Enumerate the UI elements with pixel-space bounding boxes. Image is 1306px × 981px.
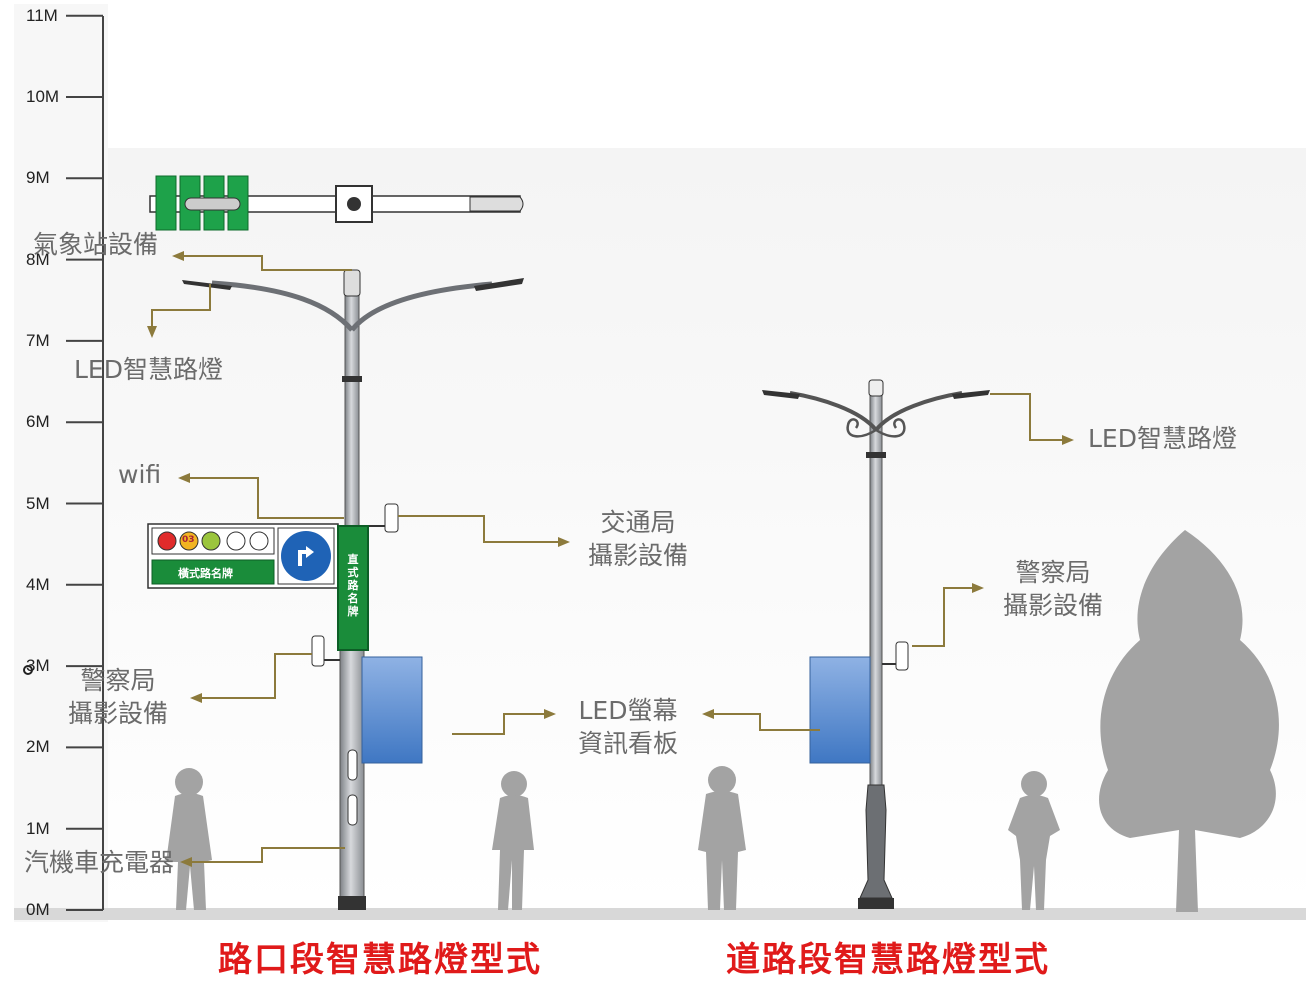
leader-weather — [182, 255, 352, 271]
weather-station-device — [343, 269, 361, 297]
vertical-name-sign — [337, 525, 369, 651]
lamp-head-top — [469, 196, 524, 212]
pole-top-center — [347, 197, 361, 211]
traffic-camera-label-line1: 交通局 — [600, 508, 676, 537]
scale-tick-label: 4M — [26, 574, 50, 594]
traffic-camera-label: 交通局 攝影設備 — [582, 506, 694, 572]
road-caption: 道路段智慧路燈型式 — [726, 940, 1050, 980]
police-camera-label-left-line2: 攝影設備 — [67, 699, 168, 728]
pole-port — [347, 749, 358, 781]
police-camera-label-right-line2: 攝影設備 — [1002, 591, 1103, 620]
road-pole-cap — [868, 379, 884, 397]
led-lamp-head-left — [182, 280, 232, 290]
off-light — [226, 531, 246, 551]
led-light-label-right: LED智慧路燈 — [1088, 424, 1237, 453]
leader-led-left — [151, 284, 211, 330]
horizontal-name-sign — [151, 559, 275, 585]
pole-top-cap — [335, 185, 373, 223]
person-silhouette — [698, 766, 746, 910]
red-light — [157, 531, 177, 551]
scale-tick-label: 8M — [26, 249, 50, 269]
wifi-label: wifi — [118, 460, 162, 489]
scale-tick-label: 9M — [26, 168, 50, 188]
road-streetlight — [762, 379, 990, 909]
weather-station-label: 氣象站設備 — [33, 230, 159, 259]
scale-panel — [14, 4, 108, 922]
led-screen-label-line1: LED螢幕 — [578, 696, 678, 725]
leader-police-right — [912, 587, 974, 647]
scale-tick-label: 1M — [26, 818, 50, 838]
marker-dot — [23, 665, 33, 675]
pole-port — [347, 794, 358, 826]
leader-wifi — [190, 477, 344, 519]
lamp-arm-left — [211, 280, 354, 332]
led-screen-label-line2: 資訊看板 — [577, 729, 678, 758]
green-light — [201, 531, 221, 551]
led-lamp-head-right — [474, 278, 524, 291]
road-lamp-head-left — [762, 390, 800, 399]
led-screen — [361, 656, 423, 764]
police-camera — [311, 635, 325, 667]
intersection-caption: 路口段智慧路燈型式 — [218, 940, 542, 980]
countdown-light — [179, 531, 199, 551]
leader-police-left — [200, 653, 312, 699]
height-scale-ticks — [66, 14, 103, 911]
police-camera-label-left-line1: 警察局 — [80, 666, 156, 695]
vertical-name-sign-text: 直式路名牌 — [347, 553, 359, 618]
countdown-number: 03 — [182, 535, 195, 545]
pole-ring — [342, 376, 362, 382]
person-silhouette — [166, 768, 212, 910]
scale-tick-label: 7M — [26, 330, 50, 350]
police-camera-label-right-line1: 警察局 — [1015, 558, 1091, 587]
lamp-arm-right — [350, 281, 493, 332]
tree-silhouette — [1099, 530, 1279, 912]
scale-tick-label: 2M — [26, 737, 50, 757]
leader-screen-right — [712, 713, 820, 731]
horizontal-name-sign-text: 橫式路名牌 — [178, 567, 233, 580]
police-camera-label-right: 警察局 攝影設備 — [997, 556, 1109, 622]
person-silhouette — [492, 771, 534, 910]
traffic-camera — [384, 503, 399, 533]
led-screen-label: LED螢幕 資訊看板 — [570, 694, 686, 760]
scale-tick-label: 10M — [26, 87, 60, 106]
leader-traffic-cam — [398, 515, 560, 543]
off-light — [249, 531, 269, 551]
road-lamp-head-right — [952, 390, 990, 399]
leader-lines — [151, 255, 1066, 863]
traffic-camera-label-line2: 攝影設備 — [587, 541, 688, 570]
leader-charger — [190, 847, 345, 863]
led-light-label-left: LED智慧路燈 — [74, 355, 223, 384]
ground — [14, 908, 1306, 920]
scale-tick-label: 3M — [26, 656, 50, 676]
intersection-pole-foot — [338, 896, 366, 910]
road-police-camera — [895, 641, 909, 671]
people-silhouettes — [166, 530, 1279, 912]
road-pole-ring — [866, 452, 886, 458]
charger-label: 汽機車充電器 — [24, 848, 175, 877]
scale-tick-label: 5M — [26, 493, 50, 513]
road-led-screen — [809, 656, 871, 764]
road-pole-foot — [858, 898, 894, 909]
intersection-streetlight — [147, 175, 524, 910]
signal-lamp-top — [184, 197, 241, 211]
leader-screen-left — [452, 713, 548, 735]
scale-tick-label: 11M — [26, 5, 58, 25]
scale-tick-label: 6M — [26, 412, 50, 432]
leader-led-right — [990, 393, 1066, 441]
scale-tick-label: 0M — [26, 900, 50, 919]
police-camera-label-left: 警察局 攝影設備 — [62, 664, 174, 730]
person-silhouette — [1008, 771, 1060, 910]
